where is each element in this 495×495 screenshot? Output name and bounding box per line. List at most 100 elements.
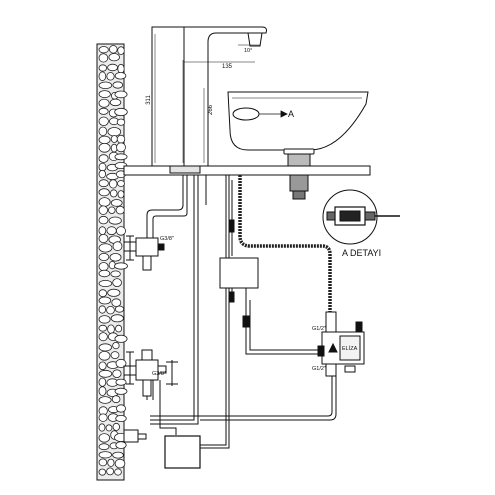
wall-stone — [115, 358, 127, 368]
wall-stone — [116, 142, 126, 153]
wall-stone — [98, 315, 111, 324]
wall-stone — [98, 154, 109, 163]
wall-stone — [98, 64, 107, 72]
wall-stone — [98, 423, 106, 432]
wall-stone — [117, 63, 125, 74]
valve-inlet-size-label: G1/2" — [312, 326, 326, 332]
wall-stone — [98, 413, 108, 422]
supply-pipes — [146, 175, 337, 449]
wall-stone — [106, 72, 115, 81]
wall-stone — [98, 116, 109, 127]
wall-stone — [115, 324, 123, 333]
wall-stone — [115, 441, 127, 449]
wall-stone — [98, 46, 109, 54]
wall-stone — [98, 243, 113, 253]
dimension-lines — [154, 34, 260, 163]
wall-stone — [114, 468, 122, 476]
wall-stone — [105, 424, 113, 432]
wall-stone — [98, 451, 113, 459]
wall-stone — [107, 458, 115, 467]
countertop — [123, 165, 371, 176]
wall-stone — [98, 98, 110, 108]
detail-a-title: A DETAYI — [342, 248, 381, 258]
wall-stone — [98, 458, 108, 467]
wall-stone — [115, 378, 127, 386]
wall-stone — [98, 233, 109, 243]
wall-stone — [117, 180, 125, 187]
outlet-angle-dimension: 10° — [244, 48, 252, 54]
wall-stone — [114, 305, 125, 313]
valve-outlet-size-label: G1/2" — [312, 366, 326, 372]
detail-a-circle — [322, 189, 400, 245]
wall-stone — [114, 262, 128, 270]
wall-stone — [111, 298, 122, 308]
upper-angle-valve — [123, 235, 165, 271]
wall-stone — [98, 324, 107, 332]
wall-stone — [98, 107, 109, 115]
wall-stone — [109, 45, 118, 54]
wall-stone — [108, 206, 116, 214]
power-box — [164, 435, 201, 469]
wall-stone — [98, 468, 106, 476]
wall-stone — [114, 153, 128, 161]
wall-stone — [98, 350, 111, 361]
wall-stone — [106, 467, 114, 476]
wall-stone — [115, 414, 127, 422]
wall-stone — [98, 396, 112, 404]
wall-stone — [114, 107, 128, 117]
wall-stone — [108, 53, 120, 62]
valve-brand-label: ELİZA — [342, 345, 358, 352]
wall-stone — [98, 279, 113, 287]
drain-waste — [283, 148, 315, 200]
wall-stone — [107, 288, 121, 297]
wall-stone — [98, 81, 113, 89]
wall-stone — [109, 253, 122, 262]
wall-stone — [98, 215, 109, 225]
lower-angle-valve — [123, 349, 178, 397]
wall-stone — [117, 46, 125, 55]
wall-stone — [107, 63, 118, 72]
wall-stone — [98, 361, 107, 371]
wall-stone — [98, 188, 110, 197]
control-box — [219, 257, 259, 300]
wall-stone — [98, 205, 109, 215]
wall-stone — [114, 458, 126, 469]
wall-stone — [108, 216, 122, 225]
braided-hose — [238, 175, 332, 312]
upper-connection-size-label: G3/8" — [160, 236, 174, 242]
wall-stone — [106, 306, 115, 315]
wall-stone — [110, 270, 121, 278]
wall-stone — [98, 53, 109, 63]
wall-stone — [110, 199, 123, 207]
wall-stone — [112, 451, 124, 459]
wall-stone — [98, 252, 110, 261]
wall-stone — [98, 343, 113, 352]
wall-stone — [98, 226, 107, 236]
wall-stone — [110, 351, 120, 360]
spout-height-dimension: 311 — [146, 95, 152, 105]
wall-stone — [116, 118, 126, 126]
wall-stone — [108, 179, 118, 189]
detail-pointer-arrow — [259, 110, 288, 118]
wall-stone — [112, 369, 122, 379]
wall-bracket — [123, 429, 147, 443]
wall-stone — [98, 305, 106, 314]
wall-stone — [98, 135, 111, 145]
wall-stone — [116, 404, 127, 413]
wall-stone — [112, 341, 120, 350]
wall-stone — [98, 71, 107, 82]
wall-stone — [98, 377, 107, 387]
wall-stone — [98, 90, 111, 98]
wall-stone — [98, 289, 107, 298]
stone-wall — [96, 43, 128, 481]
wall-stone — [98, 433, 111, 443]
lower-connection-size-label: G3/8" — [152, 371, 166, 377]
wall-stone — [114, 72, 127, 80]
wall-stone — [114, 90, 128, 99]
wall-stone — [110, 135, 118, 143]
wall-stone — [112, 81, 124, 89]
wall-stone — [112, 278, 122, 288]
wall-stone — [116, 226, 127, 236]
wall-stone — [98, 169, 106, 179]
